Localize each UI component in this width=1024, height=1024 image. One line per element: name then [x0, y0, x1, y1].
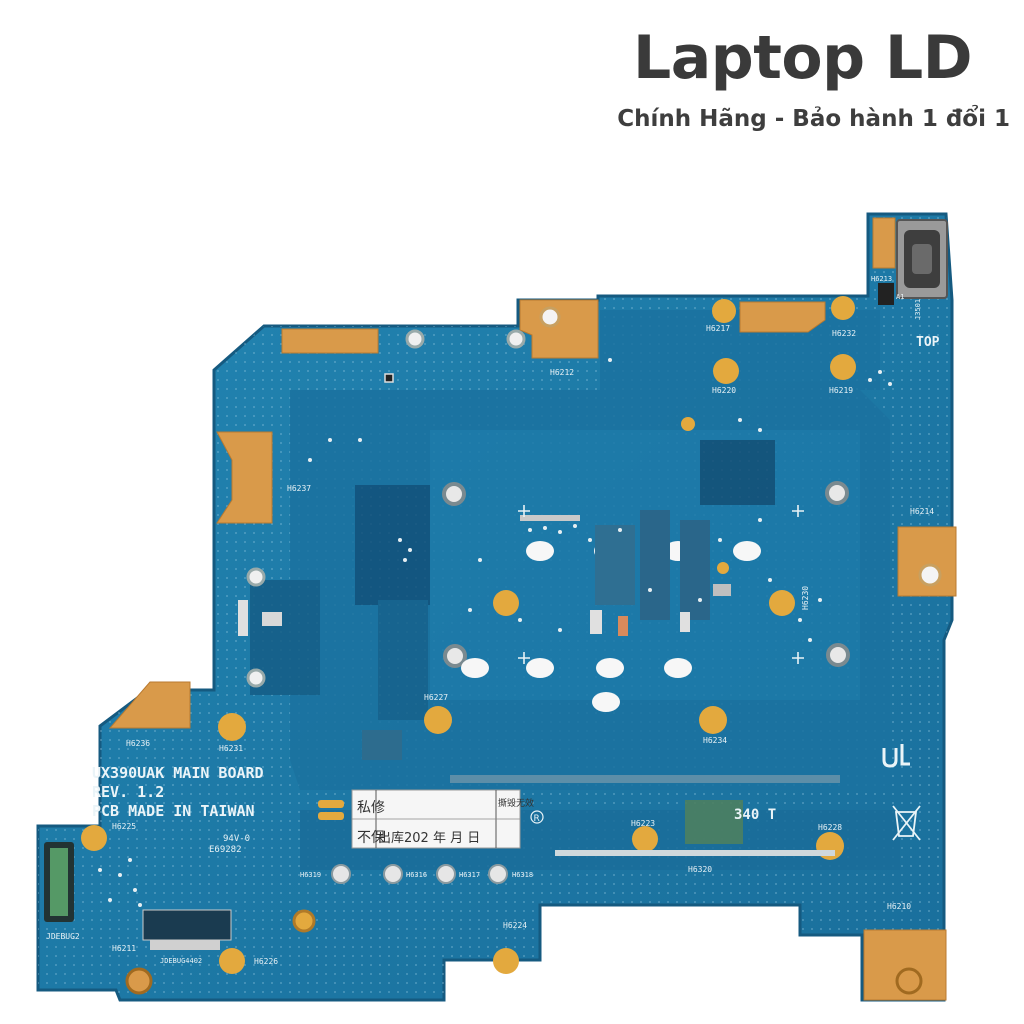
top-marker: TOP — [916, 335, 940, 350]
label-h6219: H6219 — [829, 386, 853, 395]
label-h6319: H6319 — [300, 871, 321, 879]
board-origin-label: PCB MADE IN TAIWAN — [92, 802, 255, 820]
sticker-date-line: 出库202 年 月 日 — [378, 830, 480, 846]
brand-subtitle: Chính Hãng - Bảo hành 1 đổi 1 — [617, 106, 1010, 132]
mark-340t: 340 T — [734, 807, 776, 823]
smd-dots — [98, 358, 892, 907]
label-h6212: H6212 — [550, 368, 574, 377]
label-h6234: H6234 — [703, 736, 727, 745]
label-h6236: H6236 — [126, 739, 150, 748]
brand-header: Laptop LD — [633, 24, 972, 92]
label-h6210: H6210 — [887, 902, 911, 911]
label-jdebug4402: JDEBUG4402 — [160, 957, 202, 965]
gold-pads — [81, 296, 856, 974]
label-h6230: H6230 — [801, 586, 810, 610]
label-h6217: H6217 — [706, 324, 730, 333]
weee-bin-icon — [892, 805, 921, 841]
label-h6223: H6223 — [631, 819, 655, 828]
mounting-holes — [125, 306, 942, 995]
label-h6231: H6231 — [219, 744, 243, 753]
component-clusters — [44, 373, 840, 950]
sticker-row2-left: 不保 — [357, 830, 385, 846]
brand-title: Laptop LD — [633, 23, 972, 93]
label-h6228: H6228 — [818, 823, 842, 832]
label-h6317: H6317 — [459, 871, 480, 879]
label-h6227: H6227 — [424, 693, 448, 702]
label-h6226: H6226 — [254, 957, 278, 966]
board-revision-label: REV. 1.2 — [92, 783, 164, 801]
label-j3501: J3501 — [914, 299, 922, 320]
bottom-holes — [331, 864, 508, 884]
label-h6318: H6318 — [512, 871, 533, 879]
copper-zones — [108, 217, 957, 1001]
label-h6316: H6316 — [406, 871, 427, 879]
label-a1: A1 — [896, 293, 904, 301]
ul-logo — [882, 744, 910, 768]
label-h6214: H6214 — [910, 507, 934, 516]
sticker-right: 撕毁无效 — [498, 797, 534, 809]
silkscreen-text: UX390UAK MAIN BOARD REV. 1.2 PCB MADE IN… — [46, 275, 940, 966]
cert-label: E69282 — [209, 845, 242, 855]
board-model-label: UX390UAK MAIN BOARD — [92, 764, 264, 782]
warranty-sticker: 私修 不保 出库202 年 月 日 撕毁无效 R — [351, 789, 544, 849]
usb-c-port — [878, 219, 948, 305]
label-h6224: H6224 — [503, 921, 527, 930]
sticker-row1-left: 私修 — [357, 800, 385, 816]
label-jdebug2: JDEBUG2 — [46, 932, 80, 941]
label-h6225: H6225 — [112, 822, 136, 831]
svg-text:R: R — [534, 814, 540, 824]
label-h6237: H6237 — [287, 484, 311, 493]
label-h6232: H6232 — [832, 329, 856, 338]
rating-label: 94V-0 — [223, 834, 250, 844]
label-h6320: H6320 — [688, 865, 712, 874]
label-h6220: H6220 — [712, 386, 736, 395]
label-h6211: H6211 — [112, 944, 136, 953]
label-h6213: H6213 — [871, 275, 892, 283]
plus-markers — [518, 505, 804, 664]
